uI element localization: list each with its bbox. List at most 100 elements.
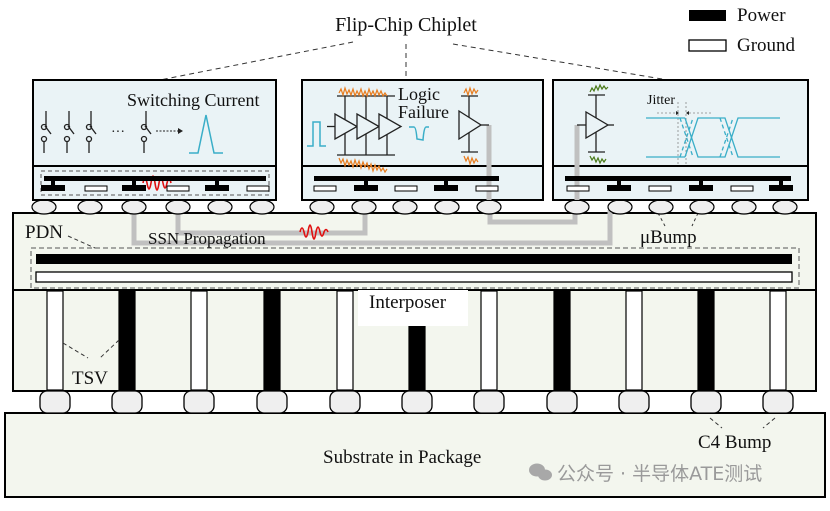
rdl-power-via — [444, 181, 448, 187]
tsv-ground — [336, 290, 354, 391]
receiver-buffer — [577, 94, 614, 153]
legend-ground-swatch — [688, 39, 727, 52]
micro-bump — [31, 199, 57, 215]
tsv-ground — [480, 290, 498, 391]
micro-bump — [207, 199, 233, 215]
eye-diagram — [646, 117, 780, 158]
c4-bump — [473, 390, 505, 414]
single-buffer — [458, 95, 483, 153]
logic-failure-label-2: Failure — [398, 102, 449, 122]
current-pulse-waveform — [189, 114, 223, 154]
rdl-ground-pad — [394, 185, 418, 192]
supply-noise-orange — [338, 85, 479, 174]
rdl-power-pad — [122, 185, 146, 191]
switch-blade — [89, 125, 97, 135]
micro-bump — [249, 199, 275, 215]
c4-bump — [762, 390, 794, 414]
rdl-power-pad — [769, 185, 793, 191]
c4-bump — [111, 390, 143, 414]
legend-power-label: Power — [737, 5, 786, 26]
micro-bump — [772, 199, 798, 215]
tsv-label: TSV — [72, 368, 108, 389]
chiplet-switching-pdn-box — [40, 170, 270, 196]
micro-bump — [309, 199, 335, 215]
micro-bump — [689, 199, 715, 215]
rdl-power-via — [779, 181, 783, 187]
rdl-power-pad — [354, 185, 378, 191]
chiplet-switching-noise — [142, 175, 172, 191]
micro-bump — [165, 199, 191, 215]
tsv-ground — [190, 290, 208, 391]
rdl-power-via — [699, 181, 703, 187]
rdl-power-via — [215, 181, 219, 187]
rdl-power-pad — [205, 185, 229, 191]
tsv-power — [697, 290, 715, 391]
watermark-text: 公众号 · 半导体ATE测试 — [557, 463, 762, 485]
c4-bump-label: C4 Bump — [698, 432, 771, 453]
rdl-power-bar — [565, 176, 791, 181]
output-glitch-waveform — [409, 126, 429, 141]
chiplet-logic-rdl — [301, 165, 544, 201]
ssn-noise-waveform — [299, 224, 329, 240]
legend-ground-label: Ground — [737, 35, 796, 56]
input-pulse-waveform — [307, 121, 326, 147]
rdl-ground-pad — [475, 185, 499, 192]
micro-bump — [121, 199, 147, 215]
micro-bump — [392, 199, 418, 215]
switch-array — [40, 111, 152, 153]
rdl-ground-pad — [730, 185, 754, 192]
tsv-ground — [769, 290, 787, 391]
micro-bump — [434, 199, 460, 215]
rdl-ground-pad — [566, 185, 590, 192]
rdl-power-pad — [607, 185, 631, 191]
interposer-label-bg — [358, 290, 468, 326]
tsv-ground — [46, 290, 64, 391]
chiplet-logic: Logic Failure — [301, 79, 544, 201]
buffer-chain — [327, 95, 403, 156]
micro-bump — [731, 199, 757, 215]
jitter-arrow-right-icon — [676, 111, 679, 115]
interposer-label: Interposer — [369, 292, 447, 313]
c4-bump — [329, 390, 361, 414]
pdn-dashed-box — [30, 247, 800, 289]
pdn-label: PDN — [25, 222, 63, 243]
logic-failure-label-1: Logic — [398, 84, 440, 104]
c4-bump — [546, 390, 578, 414]
pdn-ground-plane — [35, 271, 793, 283]
rdl-power-pad — [41, 185, 65, 191]
rdl-power-via — [617, 181, 621, 187]
rdl-ground-pad — [313, 185, 337, 192]
tsv-power — [263, 290, 281, 391]
c4-bump — [401, 390, 433, 414]
legend-power-swatch — [689, 10, 726, 21]
supply-noise-green — [589, 83, 609, 165]
chiplet-jitter-rdl — [552, 165, 809, 201]
jitter-arrow-left-icon — [686, 111, 689, 115]
micro-bump — [77, 199, 103, 215]
rdl-ground-pad — [246, 185, 270, 192]
ubump-label: μBump — [640, 227, 697, 248]
micro-bump — [564, 199, 590, 215]
rdl-ground-pad — [84, 185, 108, 192]
rdl-power-bar — [314, 176, 499, 181]
c4-bump — [183, 390, 215, 414]
rdl-power-via — [132, 181, 136, 187]
ssn-propagation-label: SSN Propagation — [148, 229, 266, 248]
c4-bump — [690, 390, 722, 414]
rdl-power-pad — [689, 185, 713, 191]
rdl-power-via — [51, 181, 55, 187]
switch-blade — [144, 125, 152, 135]
rdl-ground-pad — [648, 185, 672, 192]
micro-bump — [476, 199, 502, 215]
c4-leader-lines — [709, 417, 776, 429]
tsv-power — [553, 290, 571, 391]
micro-bump — [607, 199, 633, 215]
rdl-power-bar — [44, 176, 266, 181]
rdl-power-via — [364, 181, 368, 187]
substrate-label: Substrate in Package — [323, 447, 481, 468]
rdl-patterns — [41, 176, 793, 192]
arrow-head-icon — [178, 128, 183, 134]
pdn-leader-line — [67, 235, 96, 249]
ellipsis: ··· — [111, 125, 125, 140]
